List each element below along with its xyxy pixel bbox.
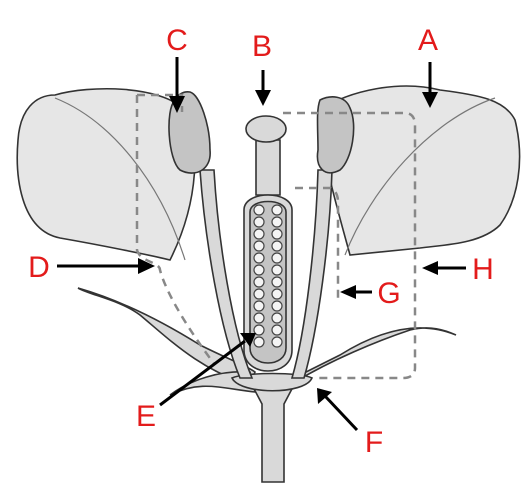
dashed-box-flower-right — [283, 111, 417, 380]
ovule — [271, 216, 283, 228]
ovule — [271, 240, 283, 252]
style — [255, 139, 281, 196]
label-C: C — [166, 24, 188, 57]
ovule — [271, 300, 283, 312]
ovule — [253, 216, 265, 228]
label-G: G — [377, 277, 400, 310]
label-D: D — [28, 251, 50, 284]
petal-left-vein — [54, 97, 186, 261]
ovule — [271, 204, 283, 216]
petal-right — [319, 85, 521, 256]
petal-right-vein — [344, 97, 496, 256]
arrow-F-shaft — [323, 394, 359, 432]
filament-right — [290, 169, 333, 379]
arrow-F-head — [317, 388, 332, 404]
anther-right — [316, 96, 355, 174]
ovule — [271, 336, 283, 348]
arrow-H-head — [422, 261, 438, 275]
sepal-right — [289, 327, 457, 387]
label-A: A — [418, 24, 438, 57]
anther-left — [168, 91, 211, 174]
ovule — [271, 264, 283, 276]
ovule — [271, 312, 283, 324]
ovule — [253, 312, 265, 324]
arrow-A-head — [422, 92, 438, 108]
arrow-E-head — [240, 333, 256, 347]
sepal-left — [77, 287, 256, 386]
arrow-D-head — [138, 258, 155, 274]
ovule — [253, 228, 265, 240]
ovule — [253, 276, 265, 288]
dashed-box-stamen — [135, 93, 217, 366]
ovule — [253, 264, 265, 276]
arrow-G-head — [340, 285, 356, 299]
ovule — [271, 276, 283, 288]
stigma — [245, 115, 287, 143]
ovule — [271, 252, 283, 264]
stem — [250, 384, 296, 483]
ovule — [253, 252, 265, 264]
ovule — [271, 324, 283, 336]
label-H: H — [472, 253, 494, 286]
label-F: F — [365, 426, 383, 459]
arrow-C-head — [169, 96, 185, 113]
filament-left — [199, 169, 254, 379]
label-E: E — [136, 400, 156, 433]
ovule — [271, 228, 283, 240]
ovule — [253, 240, 265, 252]
ovule — [271, 288, 283, 300]
label-B: B — [252, 30, 272, 63]
ovule — [253, 288, 265, 300]
ovule — [253, 300, 265, 312]
dashed-box-carpel — [295, 186, 340, 300]
ovule — [253, 204, 265, 216]
arrow-E-shaft — [159, 339, 246, 407]
ovule — [253, 336, 265, 348]
ovules-group — [253, 204, 283, 348]
petal-left — [16, 87, 196, 261]
ovule — [253, 324, 265, 336]
arrow-B-head — [255, 90, 271, 106]
